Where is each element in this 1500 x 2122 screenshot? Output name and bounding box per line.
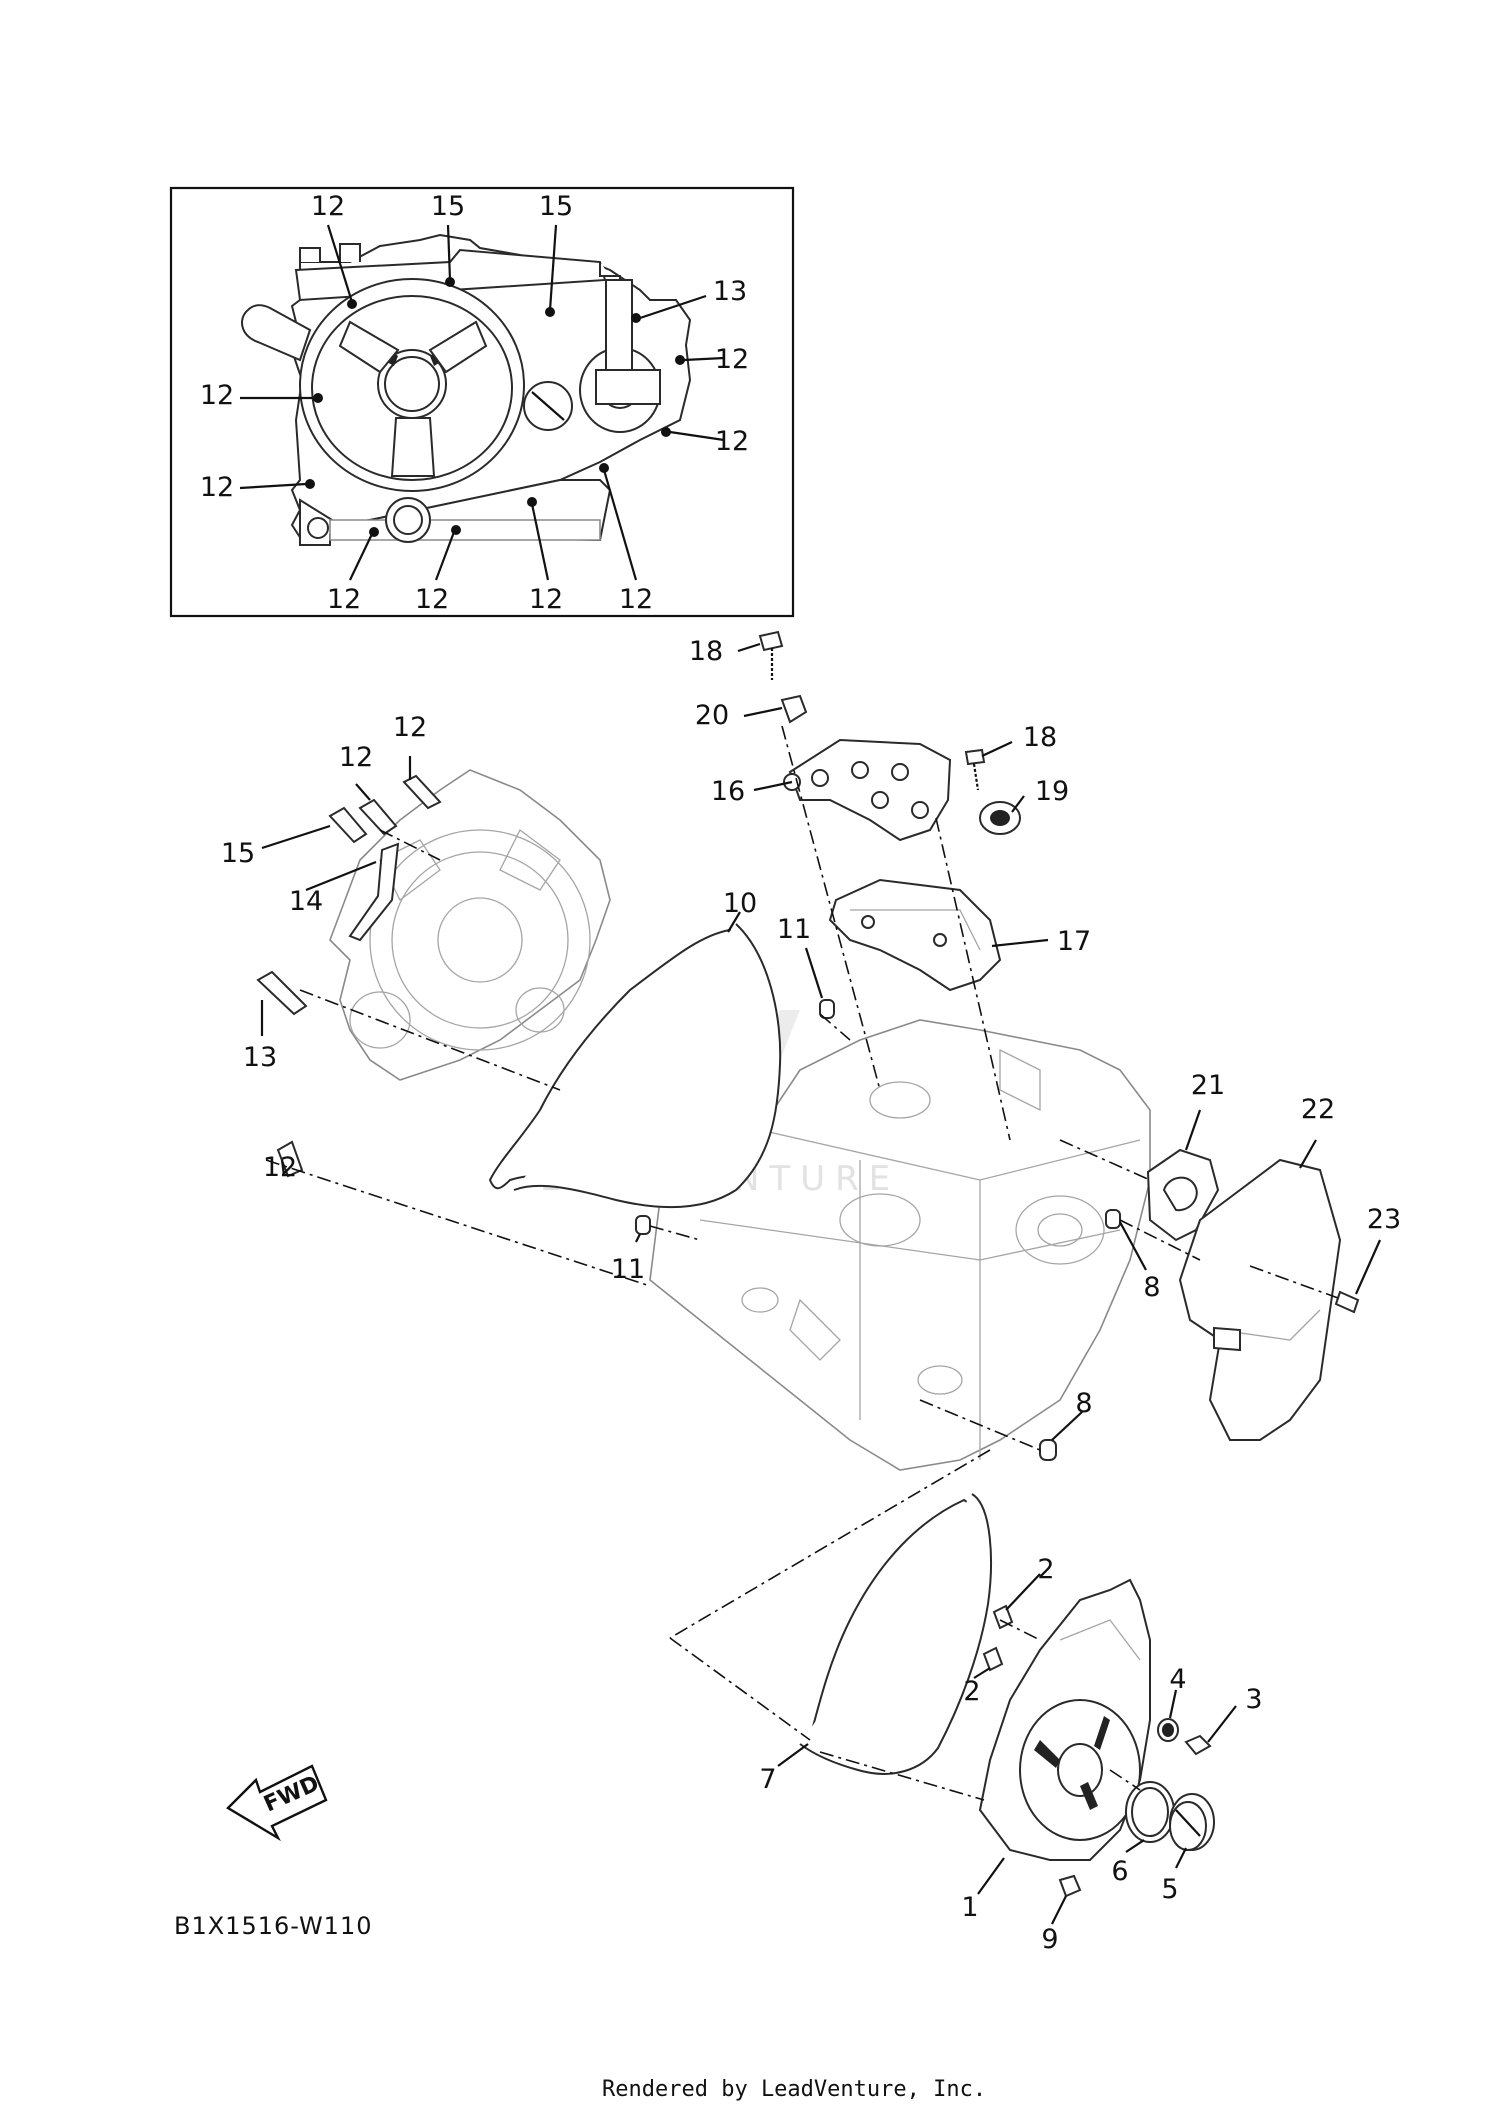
callout-p9: 9 — [1041, 1924, 1058, 1955]
callout-inset-12-e: 12 — [200, 472, 234, 503]
cap-5 — [1169, 1793, 1215, 1851]
callout-inset-12-g: 12 — [415, 584, 449, 615]
callout-p7: 7 — [759, 1764, 776, 1795]
clutch-cover-ghost — [329, 769, 611, 1081]
callout-p8-b: 8 — [1075, 1388, 1092, 1419]
bracket-14 — [348, 842, 400, 942]
plug-3 — [1184, 1734, 1212, 1756]
callout-p11-a: 11 — [777, 914, 811, 945]
damper-20 — [780, 694, 808, 724]
callout-inset-12-a: 12 — [311, 191, 345, 222]
callout-p19: 19 — [1035, 776, 1069, 807]
leader-lines — [260, 642, 1382, 1925]
callout-p23: 23 — [1367, 1204, 1401, 1235]
dowel-11-bottom — [635, 1215, 651, 1235]
callout-inset-12-h: 12 — [529, 584, 563, 615]
valve-cover-16 — [783, 738, 952, 842]
callout-p2-b: 2 — [963, 1676, 980, 1707]
callout-inset-12-c: 12 — [715, 426, 749, 457]
callout-p12-b: 12 — [339, 742, 373, 773]
callout-inset-13: 13 — [713, 276, 747, 307]
callout-inset-12-d: 12 — [200, 380, 234, 411]
callout-p13: 13 — [243, 1042, 277, 1073]
crankcase-ghost — [649, 1019, 1151, 1471]
callout-p4: 4 — [1169, 1664, 1186, 1695]
callout-p20: 20 — [695, 700, 729, 731]
diagram-code: B1X1516-W110 — [174, 1912, 372, 1940]
gasket-17 — [828, 878, 1002, 992]
forward-direction-indicator: FWD — [226, 1764, 328, 1842]
render-credit: Rendered by LeadVenture, Inc. — [602, 2077, 986, 2102]
callout-p14: 14 — [289, 886, 323, 917]
bolts-left-cluster — [256, 774, 442, 1178]
callout-p3: 3 — [1245, 1684, 1262, 1715]
callout-p15: 15 — [221, 838, 255, 869]
callout-p12-c: 12 — [263, 1152, 297, 1183]
callout-p5: 5 — [1161, 1874, 1178, 1905]
callout-p1: 1 — [961, 1892, 978, 1923]
callout-p11-b: 11 — [611, 1254, 645, 1285]
callout-inset-15-b: 15 — [539, 191, 573, 222]
callout-p22: 22 — [1301, 1094, 1335, 1125]
bolt-23 — [1334, 1290, 1360, 1314]
callout-p16: 16 — [711, 776, 745, 807]
bolt-18-top — [758, 630, 784, 680]
callout-inset-12-i: 12 — [619, 584, 653, 615]
callout-p2-a: 2 — [1037, 1554, 1054, 1585]
washer-4 — [1157, 1718, 1179, 1742]
dowel-8-bottom — [1039, 1439, 1057, 1461]
sprocket-cover-22 — [1178, 1158, 1342, 1441]
inset-detail — [169, 186, 795, 618]
callout-p21: 21 — [1191, 1070, 1225, 1101]
callout-p8-a: 8 — [1143, 1272, 1160, 1303]
fwd-arrow-icon — [226, 1764, 328, 1842]
damper-19 — [979, 801, 1021, 835]
generator-cover-1 — [978, 1578, 1151, 1861]
callout-p18-b: 18 — [1023, 722, 1057, 753]
chain-guide-21 — [1146, 1148, 1220, 1242]
bolts-generator — [982, 1604, 1082, 1898]
callout-inset-12-b: 12 — [715, 344, 749, 375]
callout-inset-15-a: 15 — [431, 191, 465, 222]
dowel-8-right — [1105, 1209, 1121, 1229]
callout-p12-a: 12 — [393, 712, 427, 743]
assembly-lines — [265, 725, 1339, 1801]
callout-p17: 17 — [1057, 926, 1091, 957]
callout-p10: 10 — [723, 888, 757, 919]
dowel-11-top — [819, 999, 835, 1019]
callout-inset-12-f: 12 — [327, 584, 361, 615]
callout-p18-a: 18 — [689, 636, 723, 667]
bolt-18-right — [964, 748, 986, 791]
callout-p6: 6 — [1111, 1856, 1128, 1887]
